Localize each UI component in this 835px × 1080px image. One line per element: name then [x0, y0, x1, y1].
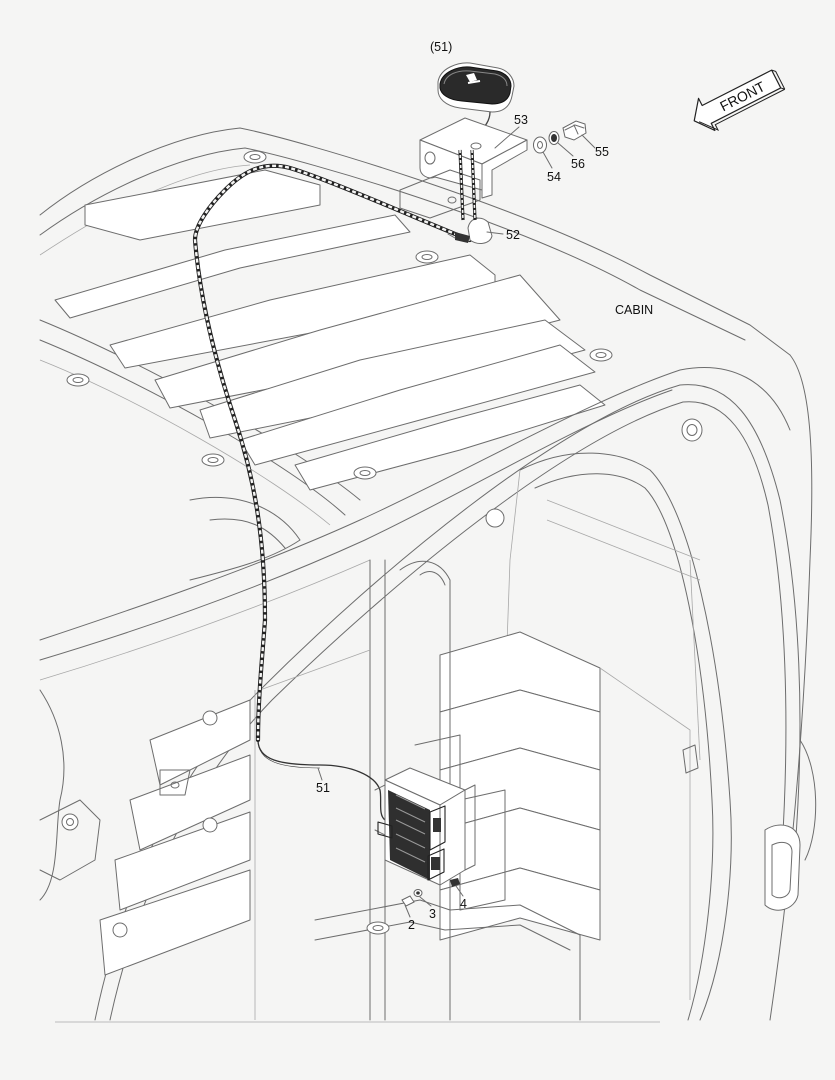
roof-bosses	[66, 150, 613, 480]
label-antenna-base: 52	[506, 228, 520, 242]
fasteners-bottom	[401, 878, 460, 907]
right-side	[764, 354, 817, 1021]
leader-lines	[317, 126, 596, 918]
label-antenna-assembly: (51)	[430, 40, 452, 54]
label-cable: 51	[316, 781, 330, 795]
roof-panels	[54, 169, 606, 491]
label-lock-washer: 3	[429, 907, 436, 921]
left-side-panels	[99, 699, 251, 976]
label-bolt: 55	[595, 145, 609, 159]
part-labels: (51) 53 54 56 55 52 CABIN 51 2 3 4	[316, 40, 653, 932]
label-washer: 54	[547, 170, 561, 184]
label-cabin: CABIN	[615, 303, 653, 317]
label-bracket: 53	[514, 113, 528, 127]
control-unit	[374, 767, 476, 886]
fasteners-top	[533, 120, 587, 154]
label-spring-washer: 56	[571, 157, 585, 171]
antenna-cable-route	[192, 163, 473, 821]
interior-panels	[439, 631, 699, 1000]
label-screw: 2	[408, 918, 415, 932]
left-wall	[39, 496, 301, 901]
label-nut: 4	[460, 897, 467, 911]
antenna-assembly	[437, 62, 515, 133]
bracket	[399, 117, 528, 219]
cabin-body	[39, 127, 817, 1023]
antenna-base	[447, 149, 493, 244]
